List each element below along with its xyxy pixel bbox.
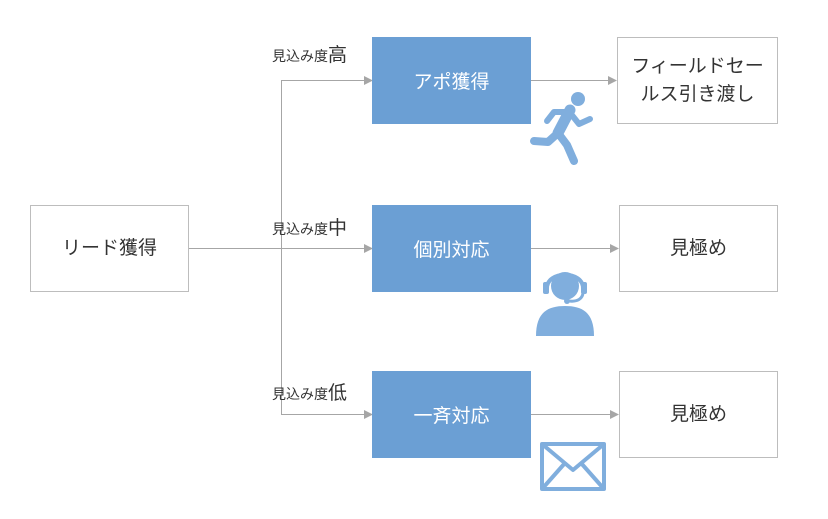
result-label-mid: 見極め	[669, 236, 727, 259]
headset-operator-icon	[536, 272, 594, 336]
process-label-low: 一斉対応	[413, 405, 490, 427]
lead-acquisition-label: リード獲得	[61, 236, 157, 259]
result-box-high: フィールドセー ルス引き渡し	[617, 37, 778, 124]
running-person-icon	[530, 92, 593, 165]
process-box-low: 一斉対応	[372, 371, 531, 458]
process-label-mid: 個別対応	[413, 239, 490, 261]
result-box-low: 見極め	[619, 371, 778, 458]
result-label-high-line1: フィールドセー	[631, 54, 764, 77]
result-label-high-line2: ルス引き渡し	[640, 82, 755, 105]
likelihood-mid-label: 見込み度中	[272, 217, 348, 239]
mail-envelope-icon	[540, 442, 606, 491]
process-label-high: アポ獲得	[413, 71, 490, 93]
likelihood-high-label: 見込み度高	[272, 44, 348, 66]
lead-acquisition-box: リード獲得	[30, 205, 189, 292]
result-label-low: 見極め	[669, 402, 727, 425]
process-box-high: アポ獲得	[372, 37, 531, 124]
process-box-mid: 個別対応	[372, 205, 531, 292]
result-box-mid: 見極め	[619, 205, 778, 292]
likelihood-low-label: 見込み度低	[272, 382, 348, 404]
